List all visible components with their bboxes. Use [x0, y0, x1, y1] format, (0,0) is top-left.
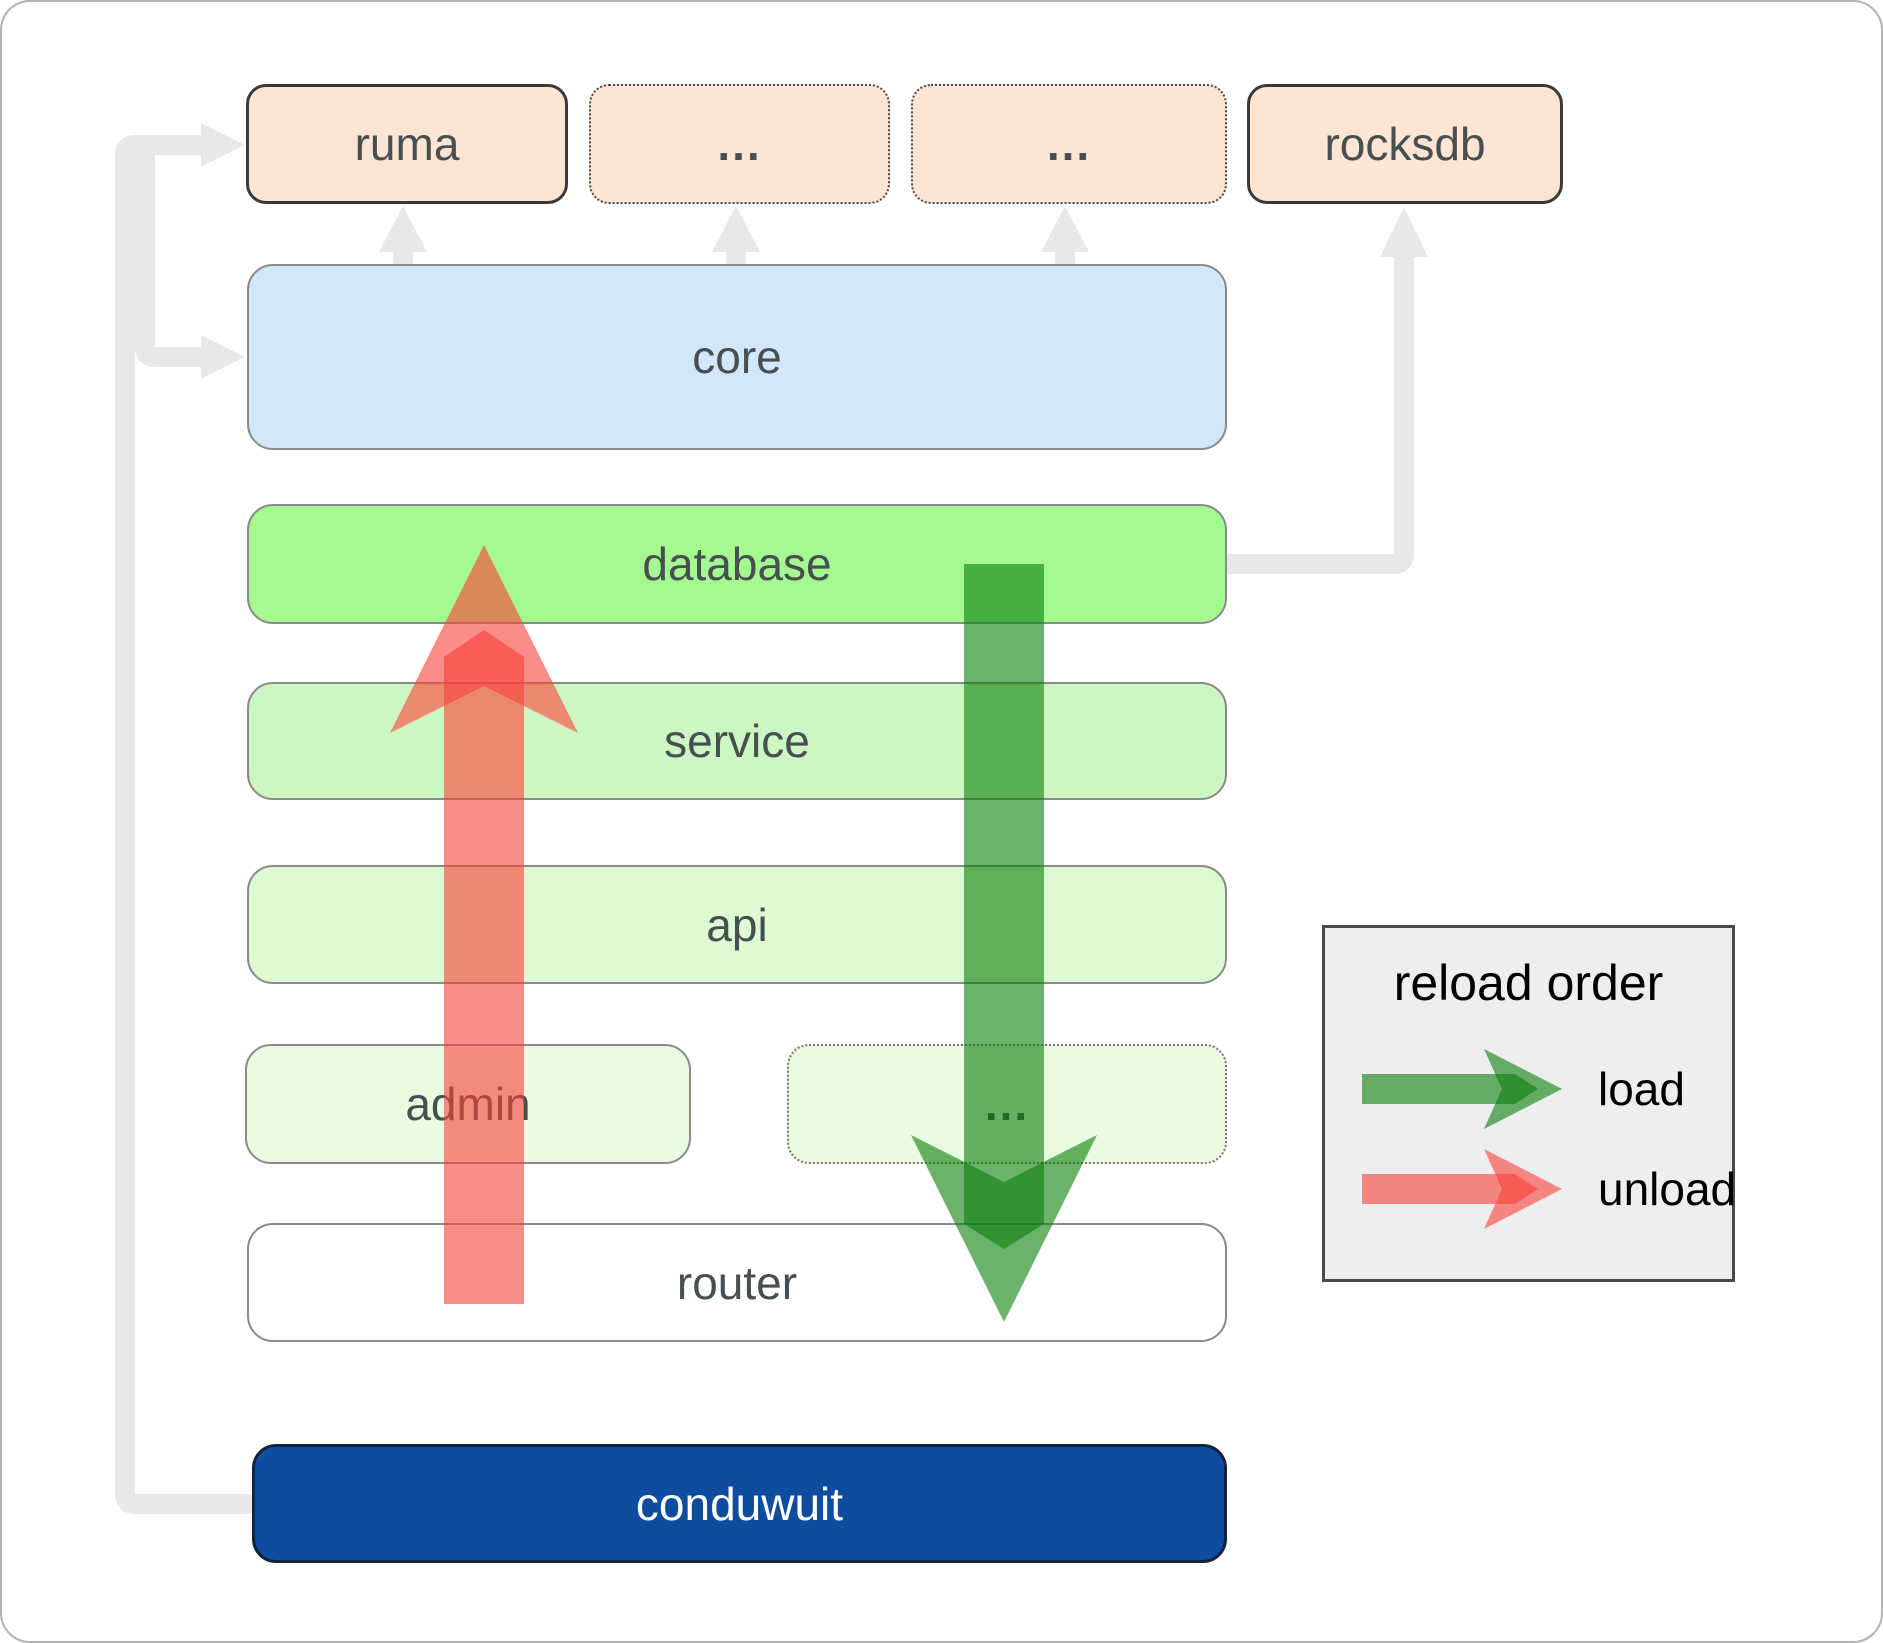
- box-dots-top-2-label: ...: [1046, 118, 1092, 170]
- box-database: database: [247, 504, 1227, 624]
- box-service-label: service: [664, 715, 810, 767]
- box-dots-admin-label: ...: [984, 1078, 1030, 1130]
- conduwuit-to-core-connector: [135, 145, 201, 367]
- box-core-label: core: [692, 331, 782, 383]
- conduwuit-to-ruma-connector: [115, 135, 254, 1514]
- core-arrowhead-icon: [201, 335, 245, 379]
- legend-load-label: load: [1598, 1063, 1685, 1115]
- box-ruma-label: ruma: [354, 118, 460, 170]
- box-core: core: [247, 264, 1227, 450]
- legend-title: reload order: [1393, 955, 1664, 1011]
- box-ruma: ruma: [246, 84, 568, 204]
- box-dots-top-2: ...: [911, 84, 1227, 204]
- box-dots-top-1: ...: [589, 84, 890, 204]
- core-to-ruma-arrow: [379, 206, 427, 265]
- box-dots-admin: ...: [787, 1044, 1227, 1164]
- load-arrow-icon: [1362, 1049, 1562, 1129]
- legend-item-load: load: [1362, 1047, 1685, 1131]
- box-admin-label: admin: [405, 1078, 531, 1130]
- core-to-dots1-arrow: [712, 206, 760, 265]
- rocksdb-arrowhead-icon: [1380, 207, 1428, 257]
- database-to-rocksdb-connector: [1224, 255, 1414, 574]
- box-router-label: router: [676, 1256, 798, 1309]
- box-rocksdb-label: rocksdb: [1324, 118, 1486, 170]
- legend-item-unload: unload: [1362, 1147, 1736, 1231]
- box-service: service: [247, 682, 1227, 800]
- unload-arrow-icon: [1362, 1149, 1562, 1229]
- legend-unload-label: unload: [1598, 1163, 1737, 1215]
- ruma-arrowhead-icon: [201, 123, 245, 167]
- box-api: api: [247, 865, 1227, 984]
- core-to-dots2-arrow: [1041, 206, 1089, 265]
- box-router: router: [247, 1223, 1227, 1342]
- box-conduwuit: conduwuit: [252, 1444, 1227, 1563]
- box-rocksdb: rocksdb: [1247, 84, 1563, 204]
- box-dots-top-1-label: ...: [717, 118, 762, 170]
- box-database-label: database: [642, 538, 832, 590]
- box-admin: admin: [245, 1044, 691, 1164]
- legend: reload order load unload: [1322, 925, 1736, 1282]
- box-api-label: api: [706, 898, 768, 951]
- box-conduwuit-label: conduwuit: [635, 1477, 844, 1530]
